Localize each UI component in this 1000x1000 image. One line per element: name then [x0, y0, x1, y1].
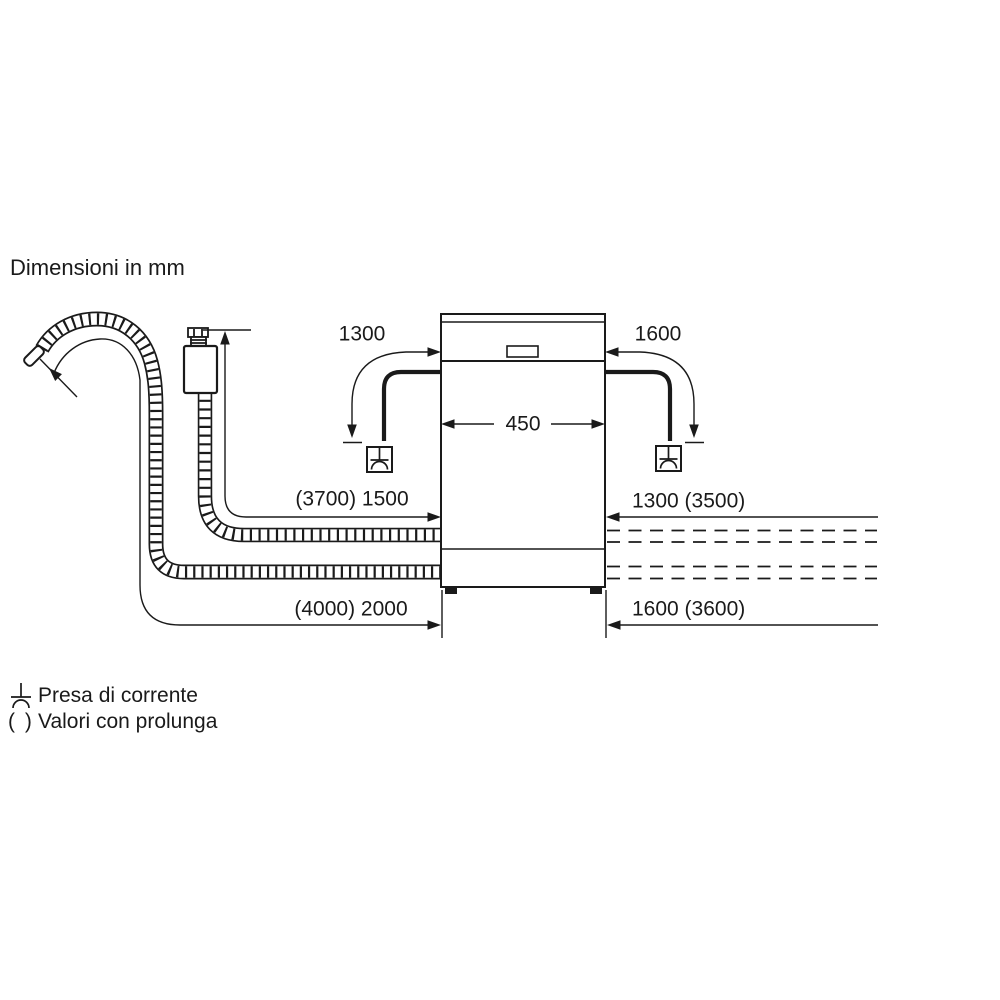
aquastop-valve [182, 327, 219, 395]
dimension-inlet-hose [203, 329, 441, 522]
socket-outlet-icon [8, 681, 38, 711]
extension-lines [441, 590, 607, 638]
socket-outlet-icon [659, 446, 678, 469]
legend-parens-text: Valori con prolunga [38, 710, 218, 733]
socket-outlet-icon [370, 447, 389, 470]
legend-row-outlet: Presa di corrente [8, 683, 217, 709]
dim-cord-right-label: 1600 [634, 322, 682, 346]
dimension-drain-right [607, 620, 878, 630]
dim-cord-left-label: 1300 [338, 322, 386, 346]
drain-hose [23, 311, 441, 580]
legend-row-parens: ( ) Valori con prolunga [8, 709, 217, 735]
dim-width-label: 450 [500, 413, 546, 435]
hose-continuation-dashed [607, 529, 877, 580]
power-cord-right [605, 369, 673, 441]
dim-inlet-hose-label: (3700) 1500 [295, 487, 409, 511]
parentheses-symbol: ( ) [8, 710, 34, 733]
inlet-hose [197, 391, 441, 543]
page-title: Dimensioni in mm [10, 255, 185, 280]
foot-left [445, 587, 457, 594]
dim-drain-hose-label: (4000) 2000 [294, 597, 408, 621]
legend-outlet-text: Presa di corrente [38, 684, 198, 707]
dimension-inlet-right [606, 512, 878, 522]
dishwasher-outline [440, 313, 606, 594]
dimension-cord-right [605, 347, 704, 444]
power-cord-left [381, 369, 441, 441]
legend: Presa di corrente ( ) Valori con prolung… [8, 683, 217, 735]
outlet-box-right [655, 445, 682, 472]
dim-inlet-right-label: 1300 (3500) [632, 489, 746, 513]
foot-right [590, 587, 602, 594]
dim-drain-right-label: 1600 (3600) [632, 597, 746, 621]
outlet-box-left [366, 446, 393, 473]
drain-hose-end-cap [23, 345, 45, 367]
dimension-width [441, 419, 605, 429]
door-handle [506, 345, 539, 358]
dimension-drain-hose [39, 338, 441, 630]
dimension-cord-left [343, 347, 441, 444]
